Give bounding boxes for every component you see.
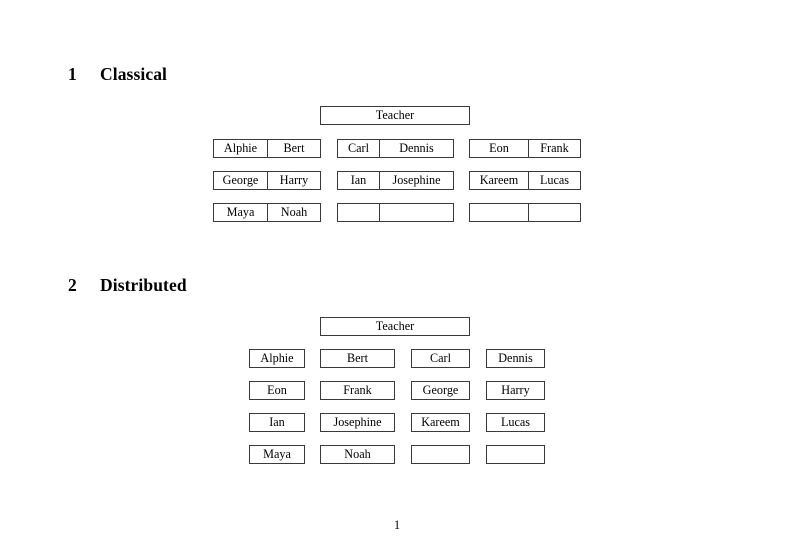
- classical-middle-row-3: [337, 203, 454, 222]
- table-cell[interactable]: Lucas: [528, 171, 581, 190]
- table-cell[interactable]: Harry: [486, 381, 545, 400]
- classical-right-row-3: [469, 203, 581, 222]
- table-cell[interactable]: Bert: [267, 139, 321, 158]
- classical-right-row-1: Eon Frank: [469, 139, 581, 158]
- classical-left-row-3: Maya Noah: [213, 203, 321, 222]
- classical-middle-row-2: Ian Josephine: [337, 171, 454, 190]
- table-cell[interactable]: Dennis: [379, 139, 454, 158]
- teacher-box-distributed[interactable]: Teacher: [320, 317, 470, 336]
- table-cell-empty[interactable]: [411, 445, 470, 464]
- section-number: 2: [68, 275, 77, 295]
- table-cell[interactable]: Kareem: [411, 413, 470, 432]
- table-cell-empty[interactable]: [469, 203, 529, 222]
- teacher-box-classical[interactable]: Teacher: [320, 106, 470, 125]
- table-cell[interactable]: George: [213, 171, 268, 190]
- table-cell[interactable]: Noah: [267, 203, 321, 222]
- table-cell[interactable]: Frank: [528, 139, 581, 158]
- table-cell[interactable]: Ian: [249, 413, 305, 432]
- table-cell[interactable]: Carl: [411, 349, 470, 368]
- table-cell[interactable]: Carl: [337, 139, 380, 158]
- table-cell[interactable]: Maya: [249, 445, 305, 464]
- table-cell[interactable]: Lucas: [486, 413, 545, 432]
- table-cell[interactable]: Josephine: [320, 413, 395, 432]
- page-number: 1: [393, 518, 401, 532]
- table-cell-empty[interactable]: [528, 203, 581, 222]
- table-cell-empty[interactable]: [337, 203, 380, 222]
- classical-middle-row-1: Carl Dennis: [337, 139, 454, 158]
- section-title: Distributed: [100, 275, 187, 295]
- table-cell[interactable]: Josephine: [379, 171, 454, 190]
- table-cell[interactable]: Dennis: [486, 349, 545, 368]
- table-cell[interactable]: Noah: [320, 445, 395, 464]
- table-cell[interactable]: George: [411, 381, 470, 400]
- table-cell[interactable]: Harry: [267, 171, 321, 190]
- table-cell[interactable]: Frank: [320, 381, 395, 400]
- section-heading-classical: 1 Classical: [68, 64, 167, 85]
- table-cell[interactable]: Eon: [469, 139, 529, 158]
- classical-right-row-2: Kareem Lucas: [469, 171, 581, 190]
- table-cell-empty[interactable]: [379, 203, 454, 222]
- section-number: 1: [68, 64, 77, 84]
- classical-left-row-1: Alphie Bert: [213, 139, 321, 158]
- table-cell[interactable]: Eon: [249, 381, 305, 400]
- table-cell-empty[interactable]: [486, 445, 545, 464]
- section-title: Classical: [100, 64, 168, 84]
- table-cell[interactable]: Alphie: [249, 349, 305, 368]
- table-cell[interactable]: Maya: [213, 203, 268, 222]
- classical-left-row-2: George Harry: [213, 171, 321, 190]
- table-cell[interactable]: Kareem: [469, 171, 529, 190]
- table-cell[interactable]: Bert: [320, 349, 395, 368]
- table-cell[interactable]: Alphie: [213, 139, 268, 158]
- table-cell[interactable]: Ian: [337, 171, 380, 190]
- section-heading-distributed: 2 Distributed: [68, 275, 187, 296]
